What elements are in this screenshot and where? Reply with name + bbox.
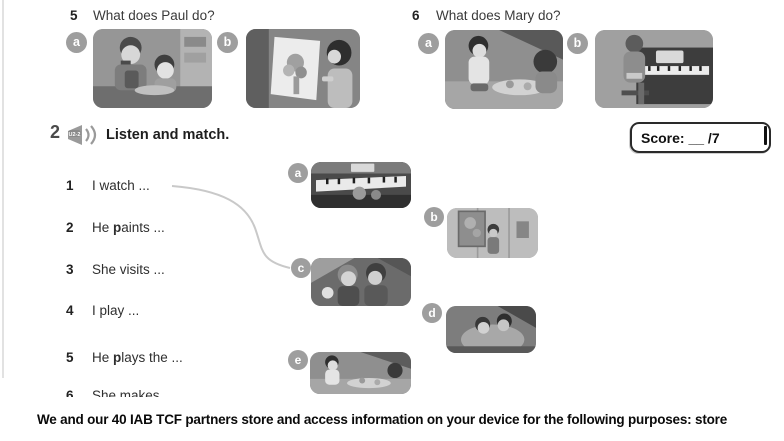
question5-option-b-label[interactable]: b (217, 32, 238, 53)
consent-banner-text: We and our 40 IAB TCF partners store and… (37, 412, 728, 427)
question6-text: What does Mary do? (436, 8, 561, 23)
item-text: She visits ... (92, 262, 165, 277)
match-item-6[interactable]: 6 She makes ... (0, 388, 290, 397)
question5-text: What does Paul do? (93, 8, 215, 23)
match-item-list: 1 I watch ... 2 He paints ... 3 She visi… (0, 170, 290, 397)
match-item-3[interactable]: 3 She visits ... (0, 262, 290, 282)
item-number: 4 (66, 303, 74, 318)
item-number: 3 (66, 262, 74, 277)
match-option-d-label[interactable]: d (422, 303, 442, 323)
question5-option-a-image[interactable] (93, 29, 212, 108)
watching-together-illustration (311, 258, 411, 306)
item-text-rest: lays the ... (121, 350, 183, 365)
item-text: I watch ... (92, 178, 150, 193)
match-option-a-image[interactable] (311, 162, 411, 208)
item-text: He (92, 220, 114, 235)
item-number: 2 (66, 220, 74, 235)
match-item-5[interactable]: 5 He plays the ... (0, 350, 290, 370)
match-option-c-image[interactable] (311, 258, 411, 306)
score-box[interactable]: Score: __ /7 (630, 122, 771, 153)
playing-piano-illustration (595, 30, 713, 108)
girl-painting-easel-illustration (246, 29, 360, 108)
item-text: She makes ... (92, 388, 175, 397)
workshop-man-kid-illustration (93, 29, 212, 108)
item-number: 5 (66, 350, 74, 365)
question5-option-a-label[interactable]: a (66, 32, 87, 53)
audio-speaker-icon[interactable]: U2-2 (66, 121, 102, 149)
audio-track-badge: U2-2 (69, 132, 81, 138)
museum-visit-illustration (447, 208, 538, 258)
match-item-2[interactable]: 2 He paints ... (0, 220, 290, 240)
exercise2-title: Listen and match. (106, 127, 230, 143)
kids-at-table-illustration (310, 352, 411, 394)
item-text: I play ... (92, 303, 140, 318)
kids-playing-table-illustration (445, 30, 563, 109)
group-of-kids-illustration (446, 306, 536, 353)
match-option-b-label[interactable]: b (424, 207, 444, 227)
question5-number: 5 (70, 8, 78, 23)
question6-option-b-image[interactable] (595, 30, 713, 108)
question6-number: 6 (412, 8, 420, 23)
match-option-b-image[interactable] (447, 208, 538, 258)
item-number: 1 (66, 178, 74, 193)
piano-keys-illustration (311, 162, 411, 208)
item-bold-letter: p (113, 220, 122, 235)
page-edge-line (2, 0, 4, 378)
match-option-e-label[interactable]: e (288, 350, 308, 370)
match-option-a-label[interactable]: a (288, 163, 308, 183)
text-cursor (764, 126, 767, 145)
match-option-d-image[interactable] (446, 306, 536, 353)
question5-option-b-image[interactable] (246, 29, 360, 108)
question6-option-b-label[interactable]: b (567, 33, 588, 54)
match-item-4[interactable]: 4 I play ... (0, 303, 290, 323)
item-bold-letter: p (113, 350, 122, 365)
exercise2-number: 2 (50, 122, 61, 142)
match-item-1[interactable]: 1 I watch ... (0, 178, 290, 198)
question6-option-a-label[interactable]: a (418, 33, 439, 54)
match-option-e-image[interactable] (310, 352, 411, 394)
question6-option-a-image[interactable] (445, 30, 563, 109)
item-number: 6 (66, 388, 74, 397)
item-text-rest: aints ... (121, 220, 165, 235)
match-option-c-label[interactable]: c (291, 258, 311, 278)
item-text: He (92, 350, 114, 365)
score-text: Score: __ /7 (641, 129, 720, 146)
